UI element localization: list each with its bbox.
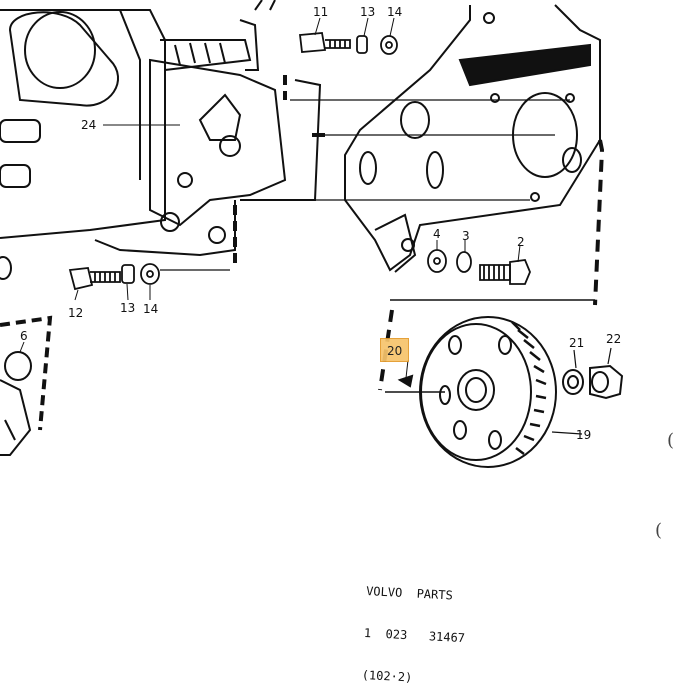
callout-4[interactable]: 4 [433, 227, 441, 241]
mounting-plate [312, 4, 605, 306]
part-6 [0, 256, 53, 456]
callout-11[interactable]: 11 [313, 5, 329, 19]
callout-6[interactable]: 6 [20, 329, 28, 343]
injection-pump [0, 0, 287, 257]
stamp-line-2: 1 023 31467 [363, 625, 466, 646]
callout-24[interactable]: 24 [81, 118, 97, 132]
washer-21-nut-22 [562, 347, 624, 400]
bolt-11-washers [298, 32, 398, 55]
callout-13-bottom[interactable]: 13 [120, 301, 136, 315]
callout-20-highlighted[interactable]: 20 [380, 338, 410, 362]
stamp-line-1: VOLVO PARTS [365, 583, 454, 603]
callout-12[interactable]: 12 [68, 306, 84, 320]
callout-14-top[interactable]: 14 [387, 5, 403, 19]
bolt-2-washers [427, 249, 531, 285]
callout-22[interactable]: 22 [606, 332, 622, 346]
stamp-line-3: (102·2) [361, 667, 413, 685]
leader-lines [19, 17, 521, 379]
callout-19[interactable]: 19 [576, 428, 592, 442]
pump-bracket [233, 75, 570, 265]
callout-3[interactable]: 3 [462, 229, 470, 243]
callout-21[interactable]: 21 [569, 336, 585, 350]
bolt-12-washers [68, 263, 230, 291]
callout-14-bottom[interactable]: 14 [143, 302, 159, 316]
volvo-parts-stamp: VOLVO PARTS 1 023 31467 (102·2) [360, 556, 469, 700]
edge-mark-bottom: ( [655, 520, 663, 541]
callout-2[interactable]: 2 [517, 235, 525, 249]
edge-mark-top: ( [667, 430, 675, 451]
timing-gear-19 [378, 309, 583, 468]
callout-13-top[interactable]: 13 [360, 5, 376, 19]
